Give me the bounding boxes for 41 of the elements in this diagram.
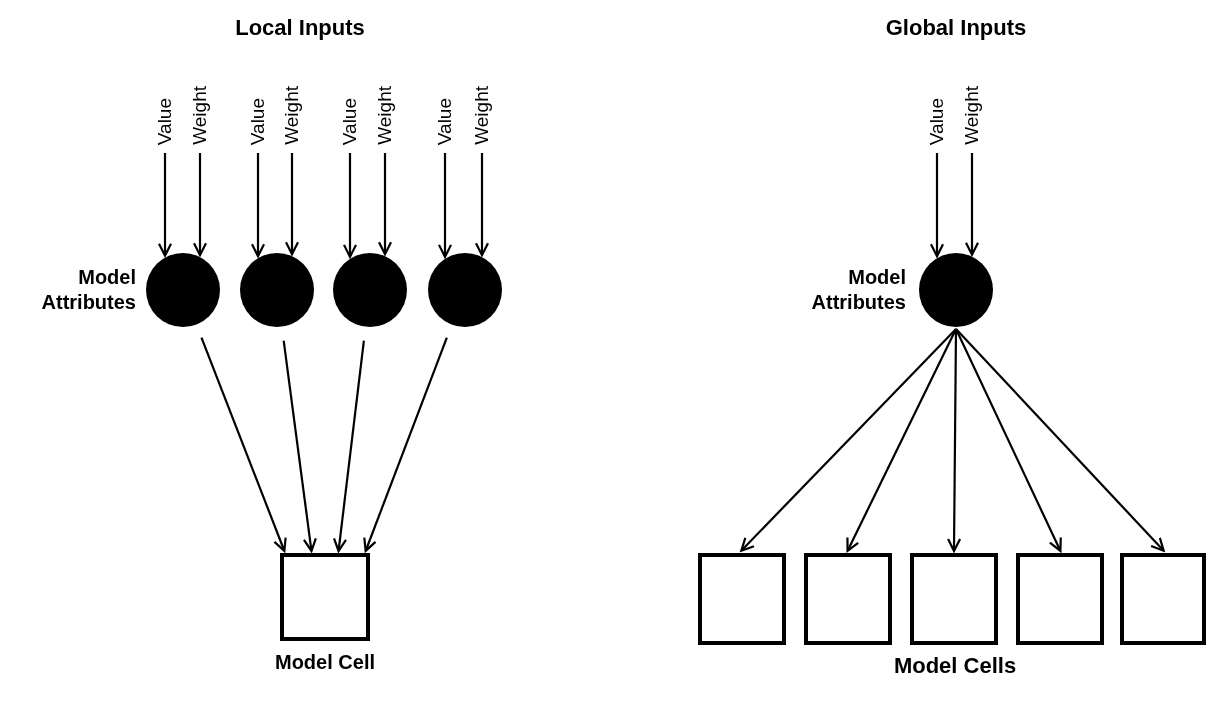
heading-label: Local Inputs <box>235 14 365 42</box>
input-label: Weight <box>190 86 209 145</box>
arrow <box>740 328 957 552</box>
input-label: Value <box>155 97 174 145</box>
square-box <box>1016 553 1104 645</box>
square-box <box>1120 553 1206 645</box>
arrow <box>955 328 1062 552</box>
square-box <box>910 553 998 645</box>
heading-label: Model Cells <box>893 652 1017 680</box>
square-box <box>698 553 786 645</box>
input-label: Value <box>340 97 359 145</box>
input-label: Value <box>435 97 454 145</box>
arrow <box>332 340 365 553</box>
arrow <box>157 153 173 257</box>
input-label: Value <box>248 97 267 145</box>
arrow <box>192 153 208 257</box>
square-box <box>804 553 892 645</box>
arrow <box>437 153 453 258</box>
arrow <box>284 153 300 256</box>
arrow <box>846 328 957 552</box>
arrow <box>363 337 448 553</box>
arrow <box>964 153 980 256</box>
arrow <box>474 153 490 257</box>
arrow <box>377 153 393 256</box>
input-label: Weight <box>962 86 981 145</box>
square-box <box>280 553 370 641</box>
heading-label: Global Inputs <box>885 14 1027 42</box>
input-label: Value <box>927 97 946 145</box>
arrow <box>200 337 287 553</box>
input-label: Weight <box>472 86 491 145</box>
node-caption: Model Attributes <box>40 265 136 315</box>
arrow <box>947 329 962 553</box>
node-caption: Model Attributes <box>810 265 906 315</box>
arrow <box>250 153 266 258</box>
input-label: Weight <box>375 86 394 145</box>
node-caption: Model Cell <box>274 650 376 675</box>
arrow <box>955 328 1165 552</box>
arrow <box>282 340 317 553</box>
input-label: Weight <box>282 86 301 145</box>
arrow <box>342 153 358 258</box>
arrow <box>929 153 945 258</box>
